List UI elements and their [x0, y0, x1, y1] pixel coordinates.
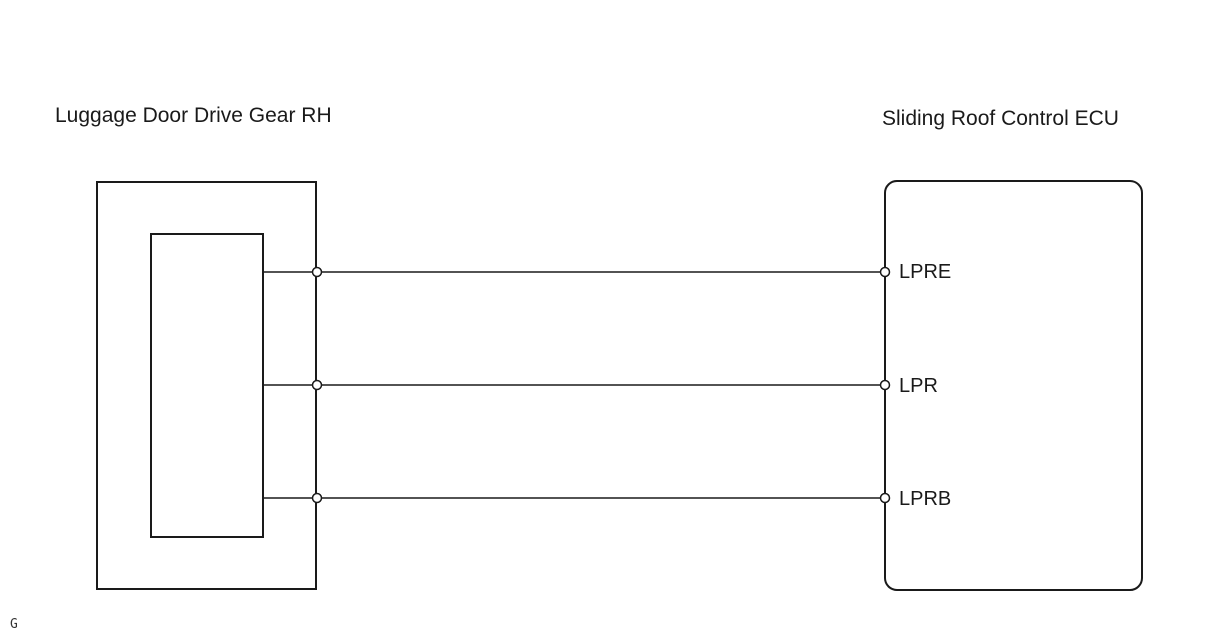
wire-lpr — [263, 379, 891, 391]
figure-code: G — [10, 617, 18, 632]
wire-lpr-connector-terminal-right — [879, 379, 891, 391]
wire-lprb-connector-terminal-left — [311, 492, 323, 504]
wire-lprb — [263, 492, 891, 504]
luggage-door-drive-gear-inner-block — [150, 233, 264, 538]
wire-lpre — [263, 266, 891, 278]
wire-lpr-connector-terminal-left — [311, 379, 323, 391]
terminal-label-lpr: LPR — [899, 375, 938, 397]
wire-lpre-connector-terminal-right — [879, 266, 891, 278]
terminal-label-lpre: LPRE — [899, 261, 952, 283]
luggage-door-drive-gear-label: Luggage Door Drive Gear RH — [55, 104, 332, 127]
sliding-roof-control-ecu-label: Sliding Roof Control ECU — [882, 107, 1119, 130]
wire-lprb-connector-terminal-right — [879, 492, 891, 504]
terminal-label-lprb: LPRB — [899, 488, 952, 510]
wire-lpre-connector-terminal-left — [311, 266, 323, 278]
